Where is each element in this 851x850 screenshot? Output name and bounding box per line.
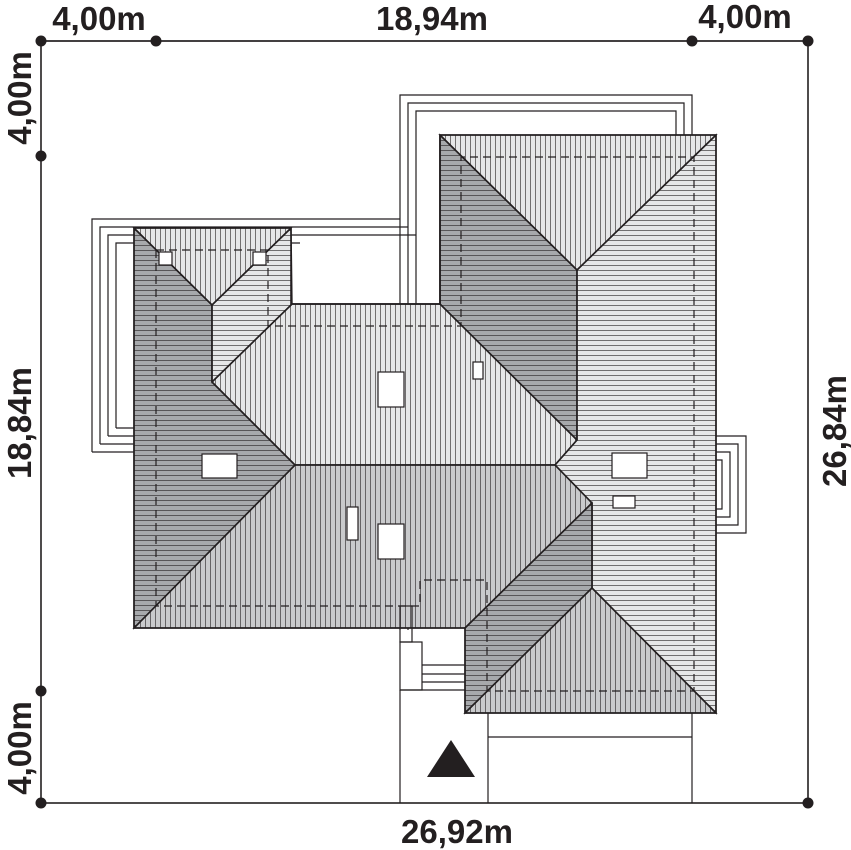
entrance-area (399, 605, 693, 803)
skylight (377, 523, 405, 560)
dot-marker (35, 150, 47, 162)
dot-marker (686, 35, 698, 47)
dim-right-total: 26,84m (816, 375, 851, 487)
dim-top-left-setback: 4,00m (52, 0, 146, 37)
entrance-triangle-icon (427, 740, 475, 777)
skylight (472, 361, 484, 380)
dim-bottom-total: 26,92m (401, 813, 513, 850)
wall-outline-dashed (155, 156, 695, 692)
roof-openings (158, 251, 648, 560)
dim-left-depth: 18,84m (1, 367, 38, 479)
setback-markers (35, 35, 814, 809)
dim-left-bottom-setback: 4,00m (1, 701, 38, 795)
skylight (377, 371, 405, 408)
dot-marker (802, 797, 814, 809)
dim-top-width: 18,94m (376, 0, 488, 37)
dot-marker (35, 797, 47, 809)
skylight (201, 453, 238, 479)
chimney (252, 251, 267, 266)
roof-outline (133, 134, 717, 714)
skylight (346, 506, 359, 541)
dot-marker (802, 35, 814, 47)
dot-marker (35, 685, 47, 697)
plot-boundary (40, 40, 809, 804)
dot-marker (150, 35, 162, 47)
dim-left-top-setback: 4,00m (1, 51, 38, 145)
roof (132, 133, 718, 715)
dot-marker (35, 35, 47, 47)
skylight (611, 452, 648, 479)
dim-top-right-setback: 4,00m (698, 0, 792, 35)
skylight (612, 495, 636, 509)
chimney (158, 251, 173, 266)
